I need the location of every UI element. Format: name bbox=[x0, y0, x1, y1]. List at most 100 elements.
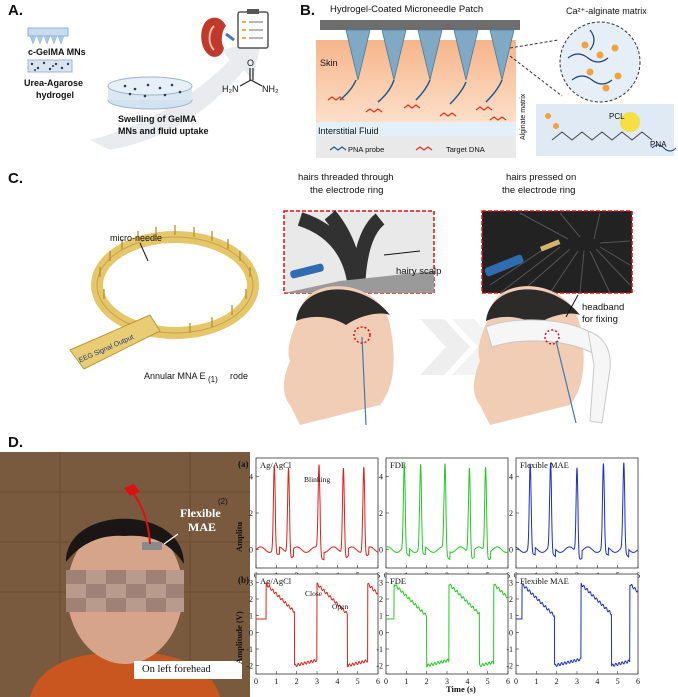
y-tick-label: 2 bbox=[249, 595, 253, 604]
y-tick-label: 0 bbox=[509, 628, 513, 637]
y-tick-label: 0 bbox=[379, 628, 383, 637]
panel-d-letter: D. bbox=[8, 434, 23, 451]
signal-line-a-1 bbox=[385, 462, 509, 561]
micro-needle-label: micro-needle bbox=[110, 233, 163, 243]
y-tick-label: 0 bbox=[249, 546, 253, 555]
y-tick-label: 2 bbox=[509, 595, 513, 604]
row-b-label: (b) bbox=[238, 575, 249, 585]
x-tick-label: 1 bbox=[274, 677, 278, 686]
annular-marker: (1) bbox=[208, 375, 218, 384]
chart-title: Ag/AgCl bbox=[260, 576, 292, 586]
annular-right: rode bbox=[230, 371, 249, 381]
chart-frame-b-1 bbox=[385, 573, 509, 675]
mae-label: MAE bbox=[188, 520, 216, 534]
y-tick-label: 0 bbox=[379, 546, 383, 555]
x-tick-label: 4 bbox=[335, 677, 339, 686]
headband-2: for fixing bbox=[582, 314, 618, 325]
panel-c-illustration bbox=[69, 210, 633, 426]
y-tick-label: 3 bbox=[249, 578, 253, 587]
urea-o: O bbox=[247, 58, 255, 68]
y-tick-label: 2 bbox=[509, 509, 513, 518]
panel-b-letter: B. bbox=[300, 2, 315, 19]
y-tick-label: -2 bbox=[376, 662, 383, 671]
signal-line-a-2 bbox=[515, 462, 639, 560]
panel-a-illustration bbox=[27, 9, 269, 150]
x-tick-label: 6 bbox=[506, 677, 510, 686]
y-tick-label: -1 bbox=[506, 645, 513, 654]
x-tick-label: 2 bbox=[295, 677, 299, 686]
y-tick-label: 1 bbox=[249, 612, 253, 621]
chart-title: FDE bbox=[390, 576, 406, 586]
hydrogel-label-1: Urea-Agarose bbox=[24, 78, 84, 88]
hairy-scalp-label: hairy scalp bbox=[396, 266, 442, 277]
y-tick-label: 3 bbox=[509, 578, 513, 587]
panel-a-letter: A. bbox=[8, 2, 23, 19]
chart-title: Ag/AgCl bbox=[260, 460, 292, 470]
y-tick-label: -1 bbox=[376, 645, 383, 654]
urea-nh2: NH₂ bbox=[262, 84, 279, 94]
headband-1: headband bbox=[582, 302, 625, 313]
x-tick-label: 2 bbox=[425, 677, 429, 686]
x-tick-label: 5 bbox=[356, 677, 360, 686]
signal-line-b-2 bbox=[516, 582, 639, 668]
blinking-label: Blinking bbox=[304, 475, 331, 484]
panel-b-illustration bbox=[316, 20, 677, 158]
y-tick-label: 4 bbox=[509, 472, 513, 481]
x-tick-label: 6 bbox=[376, 677, 380, 686]
y-tick-label: 4 bbox=[379, 472, 383, 481]
marker-2: (2) bbox=[218, 497, 228, 506]
x-tick-label: 3 bbox=[575, 677, 579, 686]
y-tick-label: 1 bbox=[379, 612, 383, 621]
ylabel-top: Amplitu bbox=[234, 521, 244, 552]
legend-target: Target DNA bbox=[446, 145, 485, 154]
y-tick-label: 0 bbox=[249, 628, 253, 637]
x-tick-label: 5 bbox=[486, 677, 490, 686]
x-tick-label: 5 bbox=[616, 677, 620, 686]
x-tick-label: 6 bbox=[636, 677, 640, 686]
threaded-2: the electrode ring bbox=[310, 185, 384, 196]
on-forehead-label: On left forehead bbox=[142, 664, 211, 675]
y-tick-label: 2 bbox=[379, 595, 383, 604]
y-tick-label: 2 bbox=[249, 509, 253, 518]
x-tick-label: 0 bbox=[254, 677, 258, 686]
y-tick-label: -2 bbox=[246, 662, 253, 671]
pressed-1: hairs pressed on bbox=[506, 172, 577, 183]
patch-title: Hydrogel-Coated Microneedle Patch bbox=[330, 4, 484, 15]
y-tick-label: 4 bbox=[249, 472, 253, 481]
chart-title: Flexible MAE bbox=[520, 460, 569, 470]
signal-line-b-0 bbox=[256, 581, 379, 668]
y-tick-label: -1 bbox=[246, 645, 253, 654]
legend-probe: PNA probe bbox=[348, 145, 385, 154]
panel-c-letter: C. bbox=[8, 170, 23, 187]
x-tick-label: 4 bbox=[595, 677, 599, 686]
skin-label: Skin bbox=[320, 58, 338, 68]
flexible-label: Flexible bbox=[180, 506, 221, 520]
chart-title: FDE bbox=[390, 460, 406, 470]
y-tick-label: 2 bbox=[379, 509, 383, 518]
matrix-title: Ca²⁺-alginate matrix bbox=[566, 6, 647, 16]
signal-line-b-1 bbox=[386, 583, 509, 668]
pna-label: PNA bbox=[650, 140, 667, 149]
x-tick-label: 3 bbox=[315, 677, 319, 686]
swelling-label-2: MNs and fluid uptake bbox=[118, 126, 209, 136]
x-tick-label: 1 bbox=[404, 677, 408, 686]
x-tick-label: 1 bbox=[534, 677, 538, 686]
pcl-label: PCL bbox=[609, 112, 625, 121]
pressed-2: the electrode ring bbox=[502, 185, 576, 196]
x-tick-label: 3 bbox=[445, 677, 449, 686]
y-tick-label: 1 bbox=[509, 612, 513, 621]
annular-left: Annular MNA E bbox=[144, 371, 206, 381]
swelling-label-1: Swelling of GelMA bbox=[118, 114, 197, 124]
row-a-label: (a) bbox=[238, 459, 249, 469]
subject-photo bbox=[0, 452, 250, 697]
ylabel-bottom: Amplitude (V) bbox=[234, 611, 244, 664]
signal-line-a-0 bbox=[255, 464, 379, 561]
xlabel: Time (s) bbox=[446, 684, 476, 694]
x-tick-label: 2 bbox=[555, 677, 559, 686]
open-label: Open bbox=[332, 602, 349, 611]
threaded-1: hairs threaded through bbox=[298, 172, 394, 183]
x-tick-label: 0 bbox=[514, 677, 518, 686]
chart-frame-b-2 bbox=[515, 573, 639, 675]
urea-h2n: H₂N bbox=[222, 84, 239, 94]
